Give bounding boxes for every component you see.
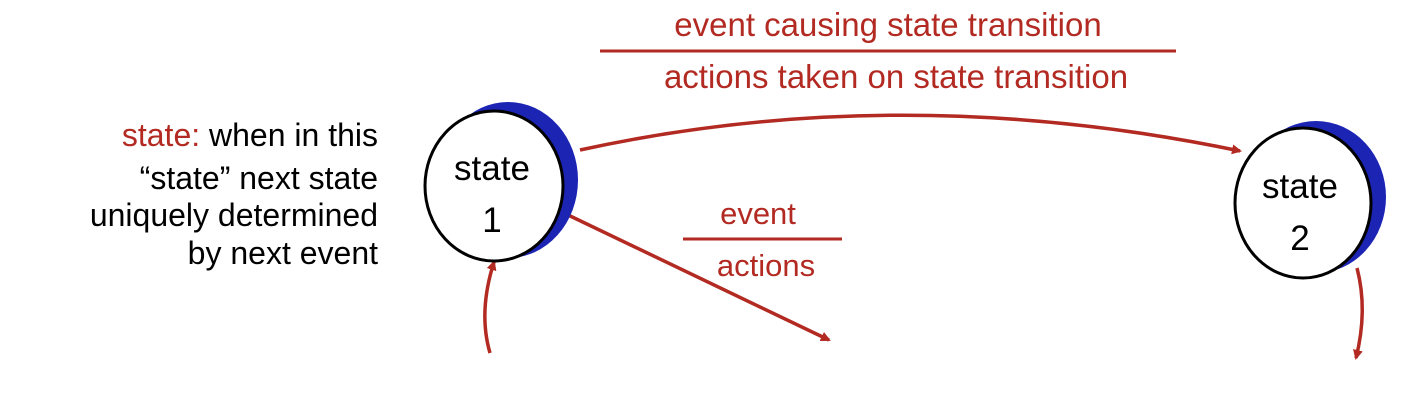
transition-arrow-state1-to-state2 [579,113,1242,155]
state-description-line-4: by next event [188,235,378,271]
state-description-line-1: state: when in this [122,117,378,153]
transition-event-label: event causing state transition [674,6,1101,43]
state-1-number: 1 [482,201,501,240]
transition-actions-label: actions taken on state transition [664,58,1128,95]
state-description-line-2: “state” next state [140,160,378,196]
state-node-1: state 1 [423,102,578,263]
state-description-line-3: uniquely determined [90,197,378,233]
state-2-number: 2 [1290,219,1309,258]
self-transition-arrow [565,212,831,342]
incoming-arrow-state1 [483,260,497,354]
state-2-word: state [1262,167,1338,206]
state-2-circle [1233,126,1373,280]
outgoing-arrow-state2 [1353,267,1364,360]
small-actions-label: actions [717,248,815,283]
small-event-label: event [720,196,796,231]
state-node-2: state 2 [1233,121,1386,280]
state-1-circle [423,109,565,263]
state-1-word: state [454,149,530,188]
